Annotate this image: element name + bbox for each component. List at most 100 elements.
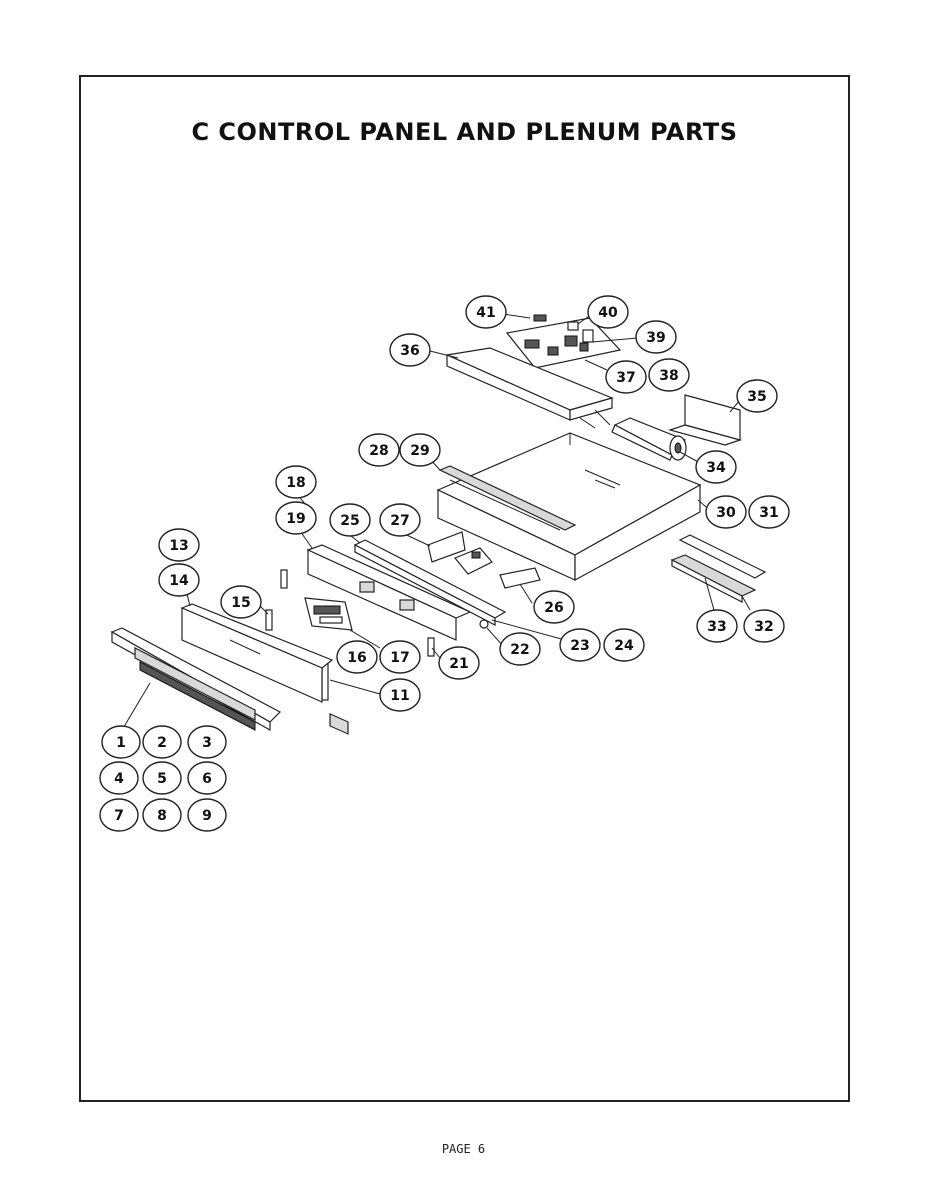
callout-35: 35 xyxy=(736,379,778,413)
callout-13: 13 xyxy=(158,528,200,562)
callout-bubble xyxy=(158,563,200,597)
callout-28: 28 xyxy=(358,433,400,467)
support-bar xyxy=(306,544,472,735)
callout-label: 13 xyxy=(169,538,188,554)
callout-6: 6 xyxy=(187,761,227,795)
callout-5: 5 xyxy=(142,761,182,795)
callout-label: 11 xyxy=(390,688,409,704)
callout-bubble xyxy=(635,320,677,354)
callout-23: 23 xyxy=(559,628,601,662)
callout-bubble xyxy=(499,632,541,666)
callout-24: 24 xyxy=(603,628,645,662)
callout-29: 29 xyxy=(399,433,441,467)
callout-bubble xyxy=(358,433,400,467)
callout-33: 33 xyxy=(696,609,738,643)
rail-25 xyxy=(353,539,507,626)
callout-label: 19 xyxy=(286,511,305,527)
callout-label: 1 xyxy=(116,735,126,751)
callout-21: 21 xyxy=(438,646,480,680)
callout-bubble xyxy=(99,761,139,795)
page-title: C CONTROL PANEL AND PLENUM PARTS xyxy=(191,118,738,146)
callout-label: 33 xyxy=(707,619,726,635)
callout-31: 31 xyxy=(748,495,790,529)
callout-label: 7 xyxy=(114,808,124,824)
panel-14 xyxy=(180,603,334,703)
callout-label: 6 xyxy=(202,771,212,787)
page-frame xyxy=(79,75,850,1102)
callout-bubble xyxy=(748,495,790,529)
callout-label: 9 xyxy=(202,808,212,824)
callout-label: 29 xyxy=(410,443,429,459)
callout-bubble xyxy=(736,379,778,413)
callout-label: 3 xyxy=(202,735,212,751)
callout-8: 8 xyxy=(142,798,182,832)
callout-label: 16 xyxy=(347,650,366,666)
callout-4: 4 xyxy=(99,761,139,795)
callout-16: 16 xyxy=(336,640,378,674)
callout-label: 36 xyxy=(400,343,419,359)
callout-label: 8 xyxy=(157,808,167,824)
callout-26: 26 xyxy=(533,590,575,624)
callout-1: 1 xyxy=(101,725,141,759)
callout-label: 14 xyxy=(169,573,189,589)
callout-22: 22 xyxy=(499,632,541,666)
small-brackets xyxy=(427,531,541,589)
clips xyxy=(265,569,489,701)
callout-7: 7 xyxy=(99,798,139,832)
callout-bubble xyxy=(336,640,378,674)
callout-14: 14 xyxy=(158,563,200,597)
callout-label: 15 xyxy=(231,595,250,611)
callout-19: 19 xyxy=(275,501,317,535)
front-trim xyxy=(110,627,281,732)
callout-bubble xyxy=(158,528,200,562)
callout-label: 25 xyxy=(340,513,359,529)
callout-bubble xyxy=(695,450,737,484)
callout-37: 37 xyxy=(605,360,647,394)
callout-label: 32 xyxy=(754,619,773,635)
callout-label: 35 xyxy=(747,389,766,405)
callout-bubble xyxy=(389,333,431,367)
callout-bubble xyxy=(465,295,507,329)
control-board xyxy=(505,314,622,369)
callout-15: 15 xyxy=(220,585,262,619)
callout-label: 21 xyxy=(449,656,468,672)
vent-parts xyxy=(670,534,767,603)
callout-17: 17 xyxy=(379,640,421,674)
callout-label: 23 xyxy=(570,638,589,654)
callout-30: 30 xyxy=(705,495,747,529)
callout-label: 22 xyxy=(510,642,529,658)
callout-label: 30 xyxy=(716,505,736,521)
callout-bubble xyxy=(587,295,629,329)
callout-bubble xyxy=(187,761,227,795)
callout-40: 40 xyxy=(587,295,629,329)
callout-bubble xyxy=(438,646,480,680)
callout-bubble xyxy=(533,590,575,624)
callout-bubble xyxy=(379,503,421,537)
callout-label: 18 xyxy=(286,475,305,491)
callout-bubble xyxy=(220,585,262,619)
display-board xyxy=(304,597,353,631)
callout-bubble xyxy=(559,628,601,662)
callout-label: 17 xyxy=(390,650,409,666)
callout-label: 40 xyxy=(598,305,618,321)
callout-label: 38 xyxy=(659,368,678,384)
bracket-35 xyxy=(667,394,743,446)
plenum-box xyxy=(436,432,702,582)
callout-label: 24 xyxy=(614,638,634,654)
callout-25: 25 xyxy=(329,503,371,537)
callout-label: 5 xyxy=(157,771,167,787)
callout-label: 41 xyxy=(476,305,495,321)
callout-2: 2 xyxy=(142,725,182,759)
blower-motor xyxy=(611,417,687,461)
callout-bubble xyxy=(379,640,421,674)
callout-bubble xyxy=(142,798,182,832)
callout-bubble xyxy=(187,798,227,832)
callout-bubble xyxy=(696,609,738,643)
callout-38: 38 xyxy=(648,358,690,392)
callout-9: 9 xyxy=(187,798,227,832)
callout-bubble xyxy=(187,725,227,759)
callout-bubble xyxy=(275,465,317,499)
callout-label: 39 xyxy=(646,330,665,346)
callout-label: 26 xyxy=(544,600,563,616)
